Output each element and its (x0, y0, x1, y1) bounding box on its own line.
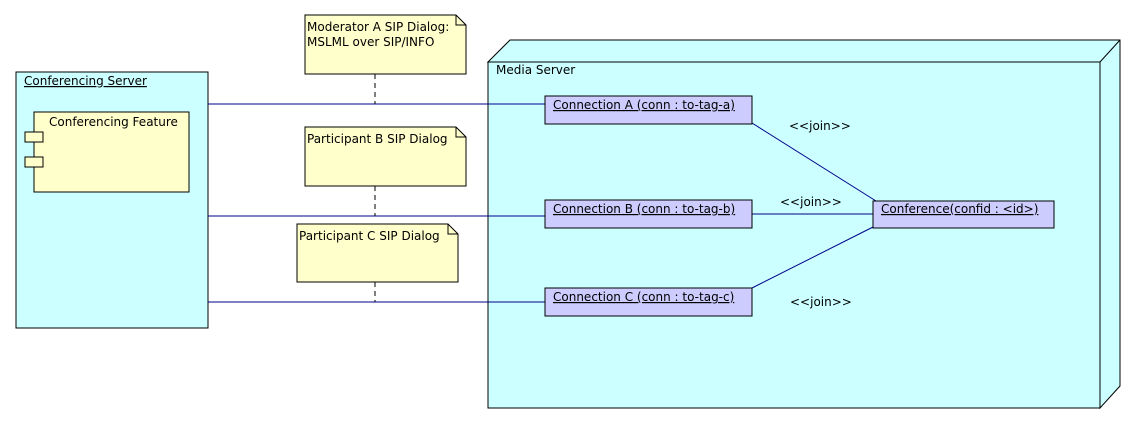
connection-c[interactable]: Connection C (conn : to-tag-c) (544, 287, 753, 317)
note-participant-b-text: Participant B SIP Dialog (307, 132, 448, 146)
note-moderator-a-line1: Moderator A SIP Dialog: (307, 20, 449, 34)
conferencing-server-node[interactable]: Conferencing Server (15, 71, 209, 329)
connection-a-label: Connection A (conn : to-tag-a) (553, 98, 735, 112)
note-moderator-a-line2: MSLML over SIP/INFO (307, 35, 434, 49)
conferencing-feature-label: Conferencing Feature (49, 115, 178, 129)
join-label-b: <<join>> (780, 195, 842, 209)
join-line-a (751, 122, 877, 202)
note-participant-c[interactable]: Participant C SIP Dialog (296, 223, 459, 283)
connection-b[interactable]: Connection B (conn : to-tag-b) (544, 199, 753, 229)
note-participant-c-text: Participant C SIP Dialog (299, 229, 440, 243)
conference-instance[interactable]: Conference(confid : <id>) (872, 200, 1055, 229)
conferencing-server-title: Conferencing Server (24, 74, 147, 88)
join-label-c: <<join>> (790, 295, 852, 309)
note-participant-b[interactable]: Participant B SIP Dialog (304, 126, 467, 187)
join-line-c (751, 226, 874, 289)
conferencing-feature-component[interactable]: Conferencing Feature (24, 111, 190, 193)
media-server-title: Media Server (496, 63, 575, 77)
connection-a[interactable]: Connection A (conn : to-tag-a) (544, 95, 753, 125)
join-label-a: <<join>> (789, 119, 851, 133)
component-icon (24, 131, 44, 168)
connection-c-label: Connection C (conn : to-tag-c) (553, 290, 734, 304)
conference-label: Conference(confid : <id>) (881, 202, 1038, 216)
connection-b-label: Connection B (conn : to-tag-b) (553, 202, 735, 216)
note-moderator-a[interactable]: Moderator A SIP Dialog: MSLML over SIP/I… (304, 14, 467, 75)
